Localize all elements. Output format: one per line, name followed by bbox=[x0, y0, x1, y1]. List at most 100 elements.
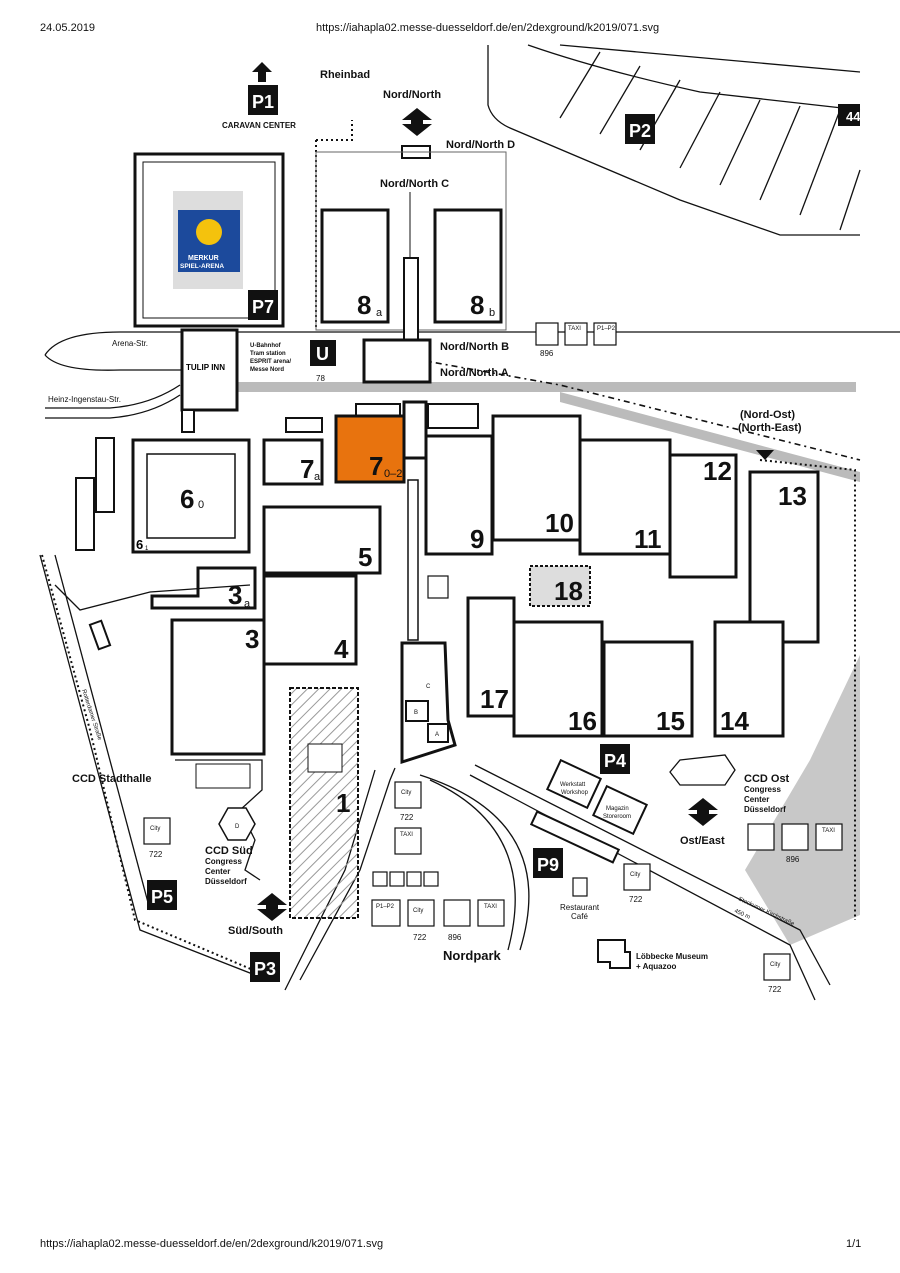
hall-8a[interactable] bbox=[320, 208, 390, 324]
taxi-label-east: TAXI bbox=[822, 828, 835, 834]
parking-p5[interactable] bbox=[147, 880, 177, 910]
stadthalle-inner bbox=[195, 763, 251, 789]
ccd-sued-label-3: Center bbox=[205, 867, 230, 876]
south-double-arrow-icon[interactable] bbox=[257, 893, 287, 921]
hall-14[interactable] bbox=[713, 620, 785, 738]
bus-722-far-east: 722 bbox=[768, 985, 782, 994]
caravan-center-label: CARAVAN CENTER bbox=[222, 121, 296, 130]
parking-p7[interactable] bbox=[248, 290, 278, 320]
tram-78-label: 78 bbox=[316, 374, 325, 383]
parking-p2-label: P2 bbox=[629, 121, 651, 141]
hall-6-number: 6 bbox=[180, 484, 194, 514]
parking-p9[interactable] bbox=[533, 848, 563, 878]
building-p9 bbox=[529, 810, 621, 864]
hall-16-number: 16 bbox=[568, 706, 597, 736]
footpath-west bbox=[41, 554, 266, 976]
storeroom-label: Storeroom bbox=[603, 814, 631, 820]
tulip-inn-label: TULIP INN bbox=[186, 363, 225, 372]
hall-6-sub: 0 bbox=[198, 499, 204, 511]
hall-8b-sub: b bbox=[489, 307, 495, 319]
bus-722-east: 722 bbox=[629, 895, 643, 904]
loebbecke-museum[interactable] bbox=[597, 939, 631, 969]
arrow-down-icon bbox=[756, 450, 774, 460]
print-url[interactable]: https://iahapla02.messe-duesseldorf.de/e… bbox=[316, 22, 660, 34]
print-date: 24.05.2019 bbox=[40, 22, 96, 34]
hall-7a[interactable] bbox=[262, 438, 324, 486]
hall-7[interactable] bbox=[334, 414, 406, 484]
restaurant-icon-center[interactable] bbox=[427, 575, 449, 599]
page-number: 1/1 bbox=[846, 1238, 862, 1250]
ccd-ost-label-3: Center bbox=[744, 795, 769, 804]
hall-3[interactable] bbox=[170, 618, 266, 756]
zone-d-label: D bbox=[235, 824, 240, 830]
parking-p1[interactable] bbox=[248, 85, 278, 115]
transport-icons-north: TAXI P1–P2 896 bbox=[535, 322, 617, 358]
city-label-west: City bbox=[150, 826, 160, 832]
hall-8b[interactable] bbox=[433, 208, 503, 324]
bus-896-south: 896 bbox=[448, 933, 462, 942]
parking-p2[interactable] bbox=[625, 114, 655, 144]
nordpark-label[interactable]: Nordpark bbox=[443, 948, 502, 963]
ccd-sued-label-1: CCD Süd bbox=[205, 845, 253, 857]
ubahn-label-1: U-Bahnhof bbox=[250, 343, 282, 349]
entrance-north-b-building[interactable] bbox=[362, 338, 432, 384]
ccd-ost-label-2: Congress bbox=[744, 785, 781, 794]
p1p2-label-south: P1–P2 bbox=[376, 904, 395, 910]
hall-6-inner bbox=[146, 453, 236, 539]
footer-url[interactable]: https://iahapla02.messe-duesseldorf.de/e… bbox=[40, 1238, 384, 1250]
central-walkway bbox=[407, 479, 419, 641]
tulip-inn-annex bbox=[181, 409, 195, 433]
hall-5-number: 5 bbox=[358, 542, 372, 572]
hall-11-number: 11 bbox=[634, 524, 662, 554]
tulip-inn-hotel[interactable] bbox=[180, 328, 239, 412]
ccd-sued-hex[interactable] bbox=[218, 807, 256, 841]
hall-13-number: 13 bbox=[778, 481, 807, 511]
hall-14-number: 14 bbox=[720, 706, 749, 736]
entrance-north-a-building[interactable] bbox=[402, 400, 428, 460]
double-arrow-icon[interactable] bbox=[402, 108, 432, 136]
hall-9[interactable] bbox=[424, 434, 494, 556]
entrance-north-c-label[interactable]: Nord/North C bbox=[380, 178, 449, 190]
hall-1-number: 1 bbox=[336, 788, 350, 818]
bus-city-icon-far-east[interactable] bbox=[763, 953, 791, 981]
spiel-arena-label: SPIEL-ARENA bbox=[180, 263, 224, 270]
workshop-buildings[interactable]: Werkstatt Workshop Magazin Storeroom bbox=[545, 758, 649, 836]
hall-5[interactable] bbox=[262, 505, 382, 575]
hall-13[interactable] bbox=[748, 470, 820, 644]
taxi-label-south: TAXI bbox=[400, 832, 413, 838]
tram-station[interactable]: U-Bahnhof Tram station ESPRIT arena/ Mes… bbox=[250, 340, 336, 383]
parking-p4[interactable] bbox=[600, 744, 630, 774]
hall-11[interactable] bbox=[578, 438, 672, 556]
bus-722-south: 722 bbox=[400, 813, 414, 822]
parking-p5-label: P5 bbox=[151, 887, 173, 907]
entrance-north-label: Nord/North bbox=[383, 89, 441, 101]
hall-10[interactable] bbox=[491, 414, 582, 542]
entrance-north-d-label[interactable]: Nord/North D bbox=[446, 139, 515, 151]
transport-icons-south[interactable]: City 722 TAXI P1–P2 City 722 896 TAXI bbox=[371, 781, 505, 942]
werkstatt-label: Werkstatt bbox=[560, 782, 586, 788]
bus-city-icon-east[interactable] bbox=[623, 863, 651, 891]
parking-p9-label: P9 bbox=[537, 855, 559, 875]
hall-12[interactable] bbox=[668, 453, 738, 579]
east-double-arrow-icon[interactable] bbox=[688, 798, 718, 826]
zone-c-label: C bbox=[426, 684, 431, 690]
hall-17[interactable] bbox=[466, 596, 516, 718]
bus-722-south2: 722 bbox=[413, 933, 427, 942]
hall-18[interactable] bbox=[529, 565, 591, 607]
ccd-ost[interactable]: CCD Ost Congress Center Düsseldorf TAXI … bbox=[744, 773, 843, 864]
ccd-stadthalle-label[interactable]: CCD Stadthalle bbox=[72, 773, 151, 785]
aquazoo-label: + Aquazoo bbox=[636, 962, 676, 971]
hall-16[interactable] bbox=[512, 620, 604, 738]
parking-p3[interactable] bbox=[250, 952, 280, 982]
restaurant-icon[interactable] bbox=[572, 877, 588, 897]
hall-1[interactable] bbox=[289, 687, 359, 919]
ubahn-label-4: Messe Nord bbox=[250, 367, 284, 373]
hall-15[interactable] bbox=[602, 640, 694, 738]
bus-city-icon-west[interactable] bbox=[143, 817, 171, 845]
zone-a-label: A bbox=[435, 732, 439, 738]
merkur-label: MERKUR bbox=[188, 255, 219, 262]
svg-text:U: U bbox=[316, 344, 329, 364]
hall-6[interactable] bbox=[131, 438, 251, 554]
city-label-south2: City bbox=[413, 908, 423, 914]
hall-10-number: 10 bbox=[545, 508, 574, 538]
